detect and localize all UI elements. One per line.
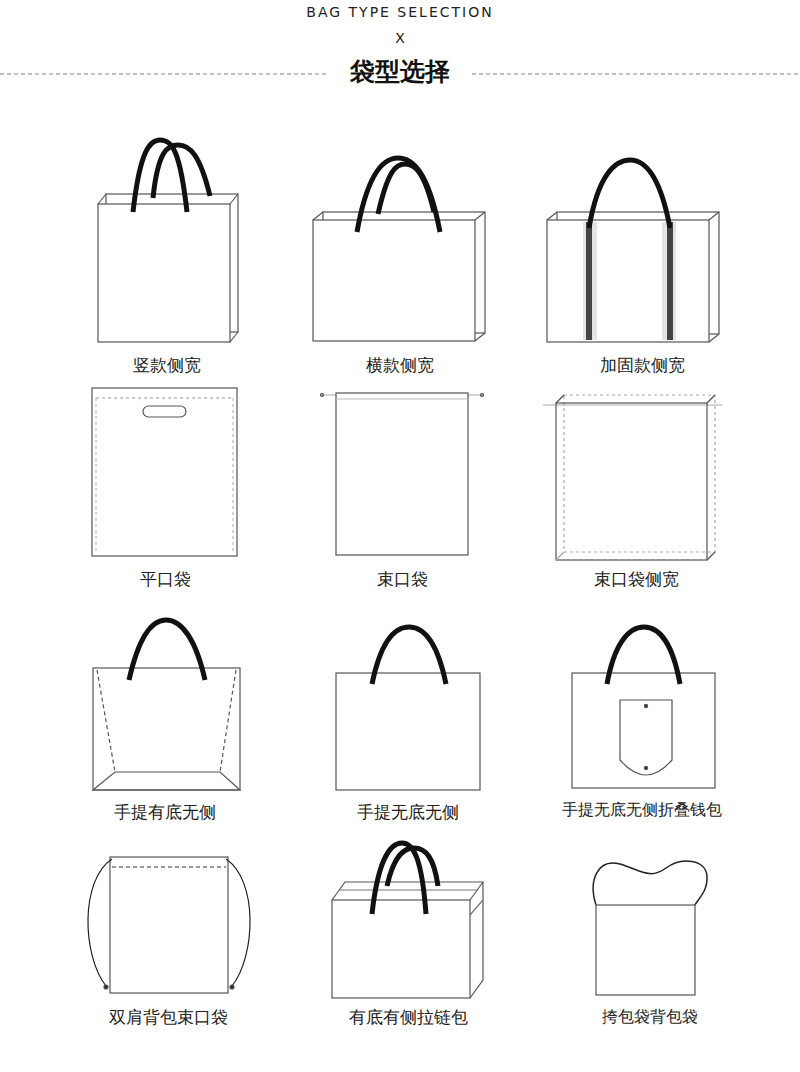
bag-name: 挎包袋背包袋 [600, 1007, 700, 1028]
bag-name: 手提无底无侧 [355, 801, 461, 824]
bag-name: 双肩背包束口袋 [107, 1006, 230, 1029]
bag-name: 束口袋侧宽 [592, 568, 681, 591]
header-mark: X [393, 30, 407, 46]
bag-name: 横款侧宽 [364, 354, 436, 377]
bag-name: 手提无底无侧折叠钱包 [560, 800, 724, 821]
bag-name: 竖款侧宽 [131, 354, 203, 377]
header-caption: BAG TYPE SELECTION [304, 4, 495, 20]
bag-name: 手提有底无侧 [112, 801, 218, 824]
bag-name: 束口袋 [375, 568, 430, 591]
page-title: 袋型选择 [342, 55, 458, 88]
bag-name: 平口袋 [138, 568, 193, 591]
bag-name: 有底有侧拉链包 [347, 1006, 470, 1029]
bag-name: 加固款侧宽 [598, 354, 687, 377]
